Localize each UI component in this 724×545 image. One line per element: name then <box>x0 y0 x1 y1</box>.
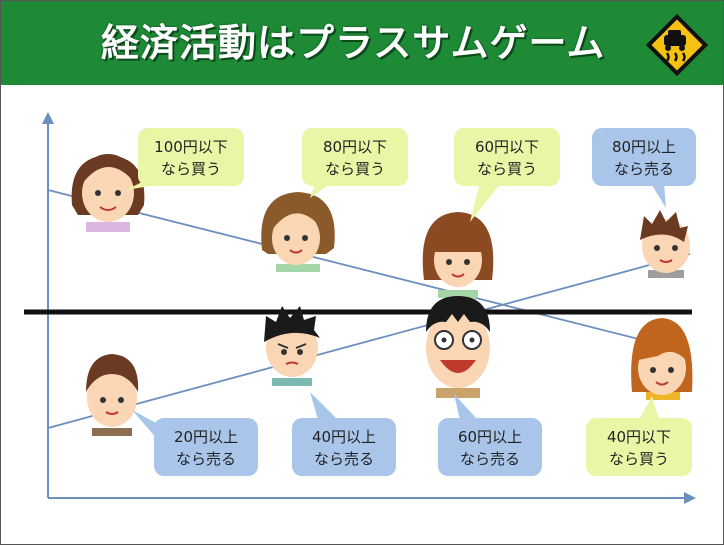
seller-4-line1: 60円以上 <box>458 428 522 446</box>
buyer-4-bubble: 40円以下 なら買う <box>586 396 692 476</box>
buyer-3-line1: 60円以下 <box>475 138 539 156</box>
buyer-3-bubble: 60円以下 なら買う <box>454 128 560 222</box>
title-bar: 経済活動はプラスサムゲーム <box>1 1 723 85</box>
x-axis-arrow <box>684 492 696 504</box>
buyer-4-line2: なら買う <box>609 450 669 468</box>
seller-3-line1: 40円以上 <box>312 428 376 446</box>
seller-2-line1: 20円以上 <box>174 428 238 446</box>
y-axis-arrow <box>42 112 54 124</box>
buyer-3-line2: なら買う <box>477 160 537 178</box>
buyer-4-avatar <box>631 318 693 400</box>
seller-4-bubble: 60円以上 なら売る <box>438 394 542 476</box>
slippery-road-sign-icon <box>645 13 709 77</box>
buyer-2-avatar <box>261 192 335 272</box>
seller-1-bubble: 80円以上 なら売る <box>592 128 696 208</box>
buyer-4-line1: 40円以下 <box>607 428 671 446</box>
seller-3-avatar <box>264 306 320 386</box>
seller-4-avatar <box>426 296 490 398</box>
seller-4-line2: なら売る <box>460 450 520 468</box>
buyer-1-line2: なら買う <box>161 160 221 178</box>
buyer-3-avatar <box>422 212 494 298</box>
seller-1-line1: 80円以上 <box>612 138 676 156</box>
buyer-2-line1: 80円以下 <box>323 138 387 156</box>
seller-2-bubble: 20円以上 なら売る <box>132 410 258 476</box>
buyer-1-line1: 100円以下 <box>154 138 228 156</box>
seller-2-avatar <box>86 354 139 436</box>
buyer-1-avatar <box>71 154 145 232</box>
demand-line <box>47 189 691 353</box>
slide-title: 経済活動はプラスサムゲーム <box>101 21 606 65</box>
buyer-2-bubble: 80円以下 なら買う <box>302 128 408 198</box>
seller-1-line2: なら売る <box>614 160 674 178</box>
seller-1-avatar <box>640 210 690 278</box>
seller-3-bubble: 40円以上 なら売る <box>292 392 396 476</box>
seller-2-line2: なら売る <box>176 450 236 468</box>
supply-line <box>47 253 691 429</box>
seller-3-line2: なら売る <box>314 450 374 468</box>
buyer-1-bubble: 100円以下 なら買う <box>126 128 244 190</box>
buyer-2-line2: なら買う <box>325 160 385 178</box>
supply-demand-diagram: 100円以下 なら買う 80円以下 なら買う 60円以下 なら買う <box>24 112 696 504</box>
